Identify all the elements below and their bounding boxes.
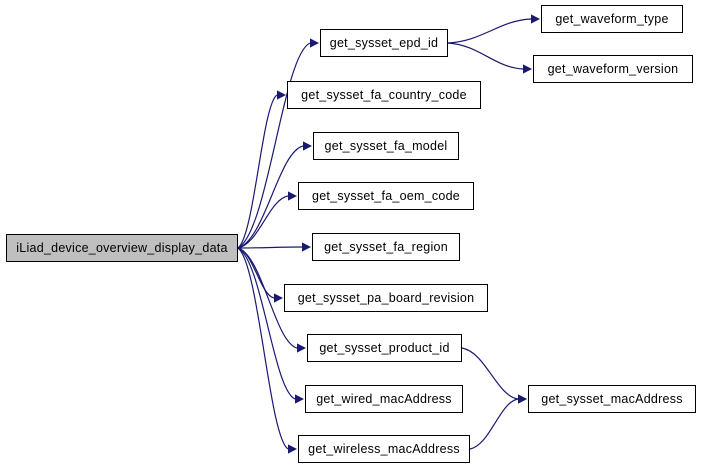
graph-node-epd_id[interactable]: get_sysset_epd_id <box>320 29 448 57</box>
graph-node-pa_board_revision[interactable]: get_sysset_pa_board_revision <box>284 284 488 312</box>
graph-node-waveform_version[interactable]: get_waveform_version <box>533 55 693 83</box>
graph-edge-root-to-wireless_mac <box>237 247 289 450</box>
graph-edge-arrowhead <box>531 14 540 24</box>
graph-edge-arrowhead <box>518 394 527 404</box>
graph-edge-root-to-fa_model <box>237 145 304 249</box>
graph-edge-root-to-fa_country_code <box>237 94 278 249</box>
graph-edge-arrowhead <box>288 191 297 201</box>
graph-node-sysset_mac[interactable]: get_sysset_macAddress <box>528 385 696 413</box>
graph-node-label: get_sysset_epd_id <box>329 35 439 50</box>
graph-node-label: get_sysset_fa_model <box>324 138 448 153</box>
graph-node-label: get_sysset_fa_region <box>324 239 448 254</box>
graph-node-label: get_sysset_product_id <box>319 340 450 355</box>
graph-node-label: get_sysset_pa_board_revision <box>297 290 475 305</box>
graph-edge-arrowhead <box>297 343 306 353</box>
graph-node-fa_region[interactable]: get_sysset_fa_region <box>312 233 460 261</box>
graph-edge-product_id-to-sysset_mac <box>461 347 519 400</box>
graph-edge-epd_id-to-waveform_type <box>447 18 532 44</box>
graph-node-label: get_sysset_fa_oem_code <box>312 188 460 203</box>
graph-edge-arrowhead <box>523 64 532 74</box>
graph-node-product_id[interactable]: get_sysset_product_id <box>307 334 462 362</box>
graph-edge-epd_id-to-waveform_version <box>447 42 524 70</box>
graph-node-label: get_waveform_type <box>555 11 669 26</box>
graph-edge-arrowhead <box>302 242 311 252</box>
graph-edge-arrowhead <box>518 394 527 404</box>
graph-edge-root-to-pa_board_revision <box>237 247 275 299</box>
graph-node-fa_model[interactable]: get_sysset_fa_model <box>313 132 459 160</box>
graph-edge-wireless_mac-to-sysset_mac <box>469 398 519 450</box>
graph-node-label: get_wired_macAddress <box>316 391 452 406</box>
graph-node-wireless_mac[interactable]: get_wireless_macAddress <box>298 435 470 463</box>
graph-node-label: get_sysset_macAddress <box>541 391 683 406</box>
graph-node-label: get_waveform_version <box>547 61 679 76</box>
graph-node-label: get_sysset_fa_country_code <box>301 87 467 102</box>
graph-edge-arrowhead <box>303 141 312 151</box>
graph-edge-arrowhead <box>310 38 319 48</box>
graph-edge-root-to-epd_id <box>237 42 311 249</box>
graph-edge-arrowhead <box>288 444 297 454</box>
graph-node-label: iLiad_device_overview_display_data <box>16 240 228 255</box>
graph-edge-arrowhead <box>277 90 286 100</box>
graph-node-label: get_wireless_macAddress <box>308 441 460 456</box>
graph-edge-root-to-fa_region <box>237 246 303 249</box>
graph-node-root[interactable]: iLiad_device_overview_display_data <box>6 234 238 262</box>
graph-edge-root-to-fa_oem_code <box>237 195 289 249</box>
graph-node-fa_oem_code[interactable]: get_sysset_fa_oem_code <box>298 182 474 210</box>
graph-edge-root-to-wired_mac <box>237 247 296 400</box>
graph-edge-arrowhead <box>274 293 283 303</box>
graph-edge-arrowhead <box>295 394 304 404</box>
graph-node-fa_country_code[interactable]: get_sysset_fa_country_code <box>287 81 481 109</box>
graph-node-wired_mac[interactable]: get_wired_macAddress <box>305 385 463 413</box>
graph-node-waveform_type[interactable]: get_waveform_type <box>541 5 683 33</box>
